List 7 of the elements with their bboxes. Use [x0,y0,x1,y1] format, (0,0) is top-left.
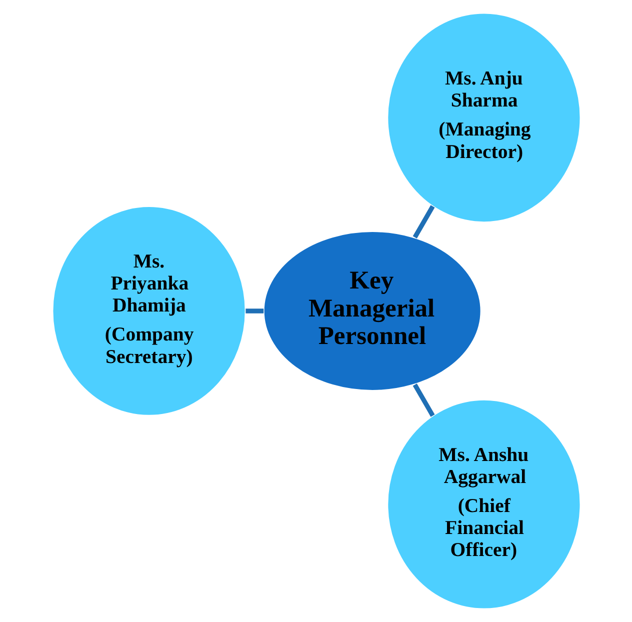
connector [412,384,434,417]
node-circle: Ms. Anju Sharma (Managing Director) [386,12,580,223]
connector [245,308,264,314]
node-circle: Ms. Anshu Aggarwal (Chief Financial Officer) [386,399,580,610]
connector [412,205,434,238]
node-circle: Ms. Priyanka Dhamija (Company Secretary) [52,206,246,416]
node-ellipse: Key Managerial Personnel [262,230,481,392]
